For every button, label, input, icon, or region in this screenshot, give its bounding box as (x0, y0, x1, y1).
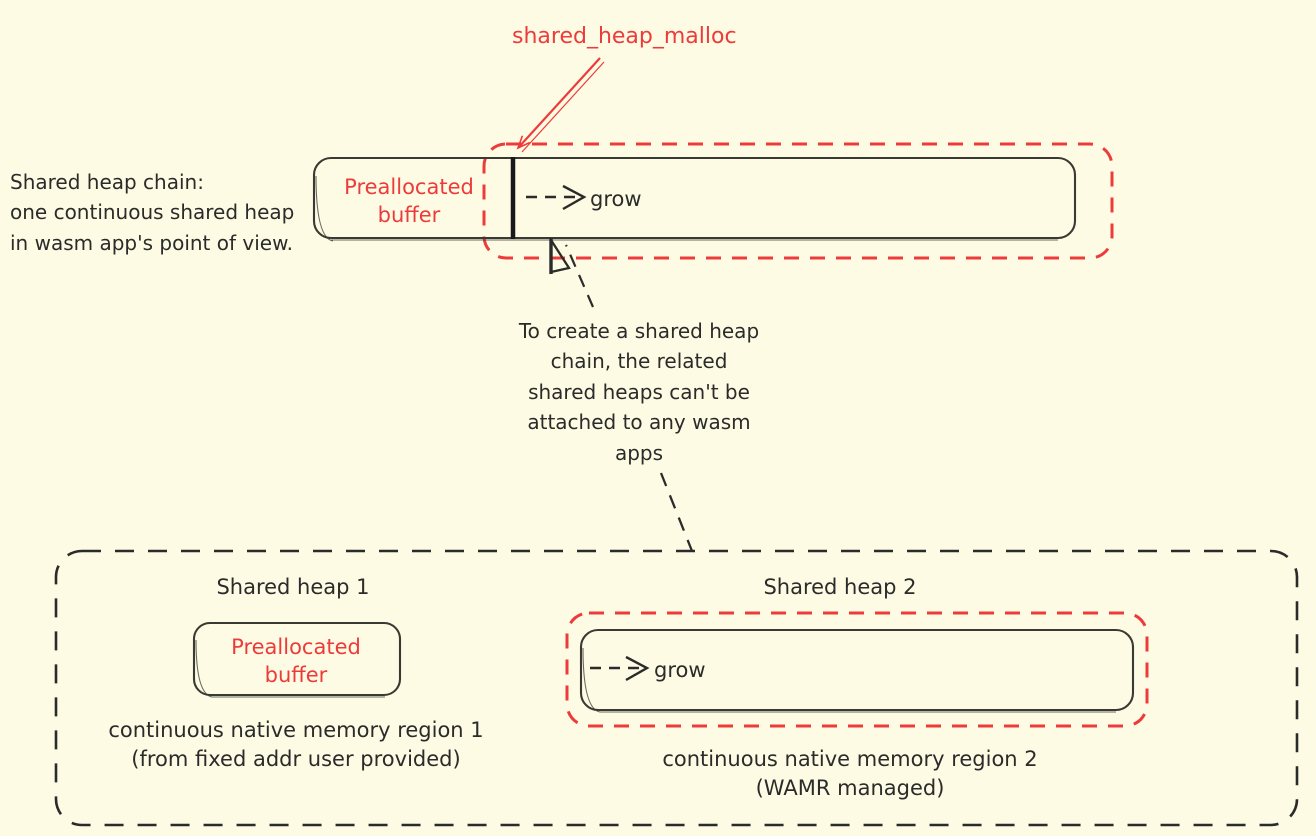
grow-arrow-bottom-icon (590, 655, 650, 682)
shared-heap-malloc-leader-a (516, 57, 601, 150)
heap2-region-caption: continuous native memory region 2 (WAMR … (662, 747, 1038, 800)
top-red-dashed-region (482, 142, 1114, 260)
heap2-grow-label: grow (654, 658, 706, 682)
heap1-region-caption: continuous native memory region 1 (from … (108, 718, 484, 771)
create-chain-lower-leader (659, 472, 694, 552)
top-preallocated-buffer-label: Preallocated buffer (344, 175, 474, 227)
top-grow-label: grow (590, 187, 642, 211)
shared-heap-malloc-leader-b (521, 61, 605, 153)
top-rect-sketch-overstroke-left (315, 175, 334, 242)
shared-heap-1-title: Shared heap 1 (216, 575, 370, 599)
heap1-preallocated-buffer-label: Preallocated buffer (231, 635, 361, 687)
shared-heap-2-title: Shared heap 2 (763, 575, 917, 599)
create-chain-upper-leader (549, 238, 595, 308)
create-shared-heap-chain-note: To create a shared heap chain, the relat… (518, 319, 760, 465)
grow-arrow-top-icon (526, 184, 587, 211)
shared-heap-malloc-label: shared_heap_malloc (512, 24, 737, 49)
shared-heap-chain-note: Shared heap chain: one continuous shared… (10, 170, 295, 255)
